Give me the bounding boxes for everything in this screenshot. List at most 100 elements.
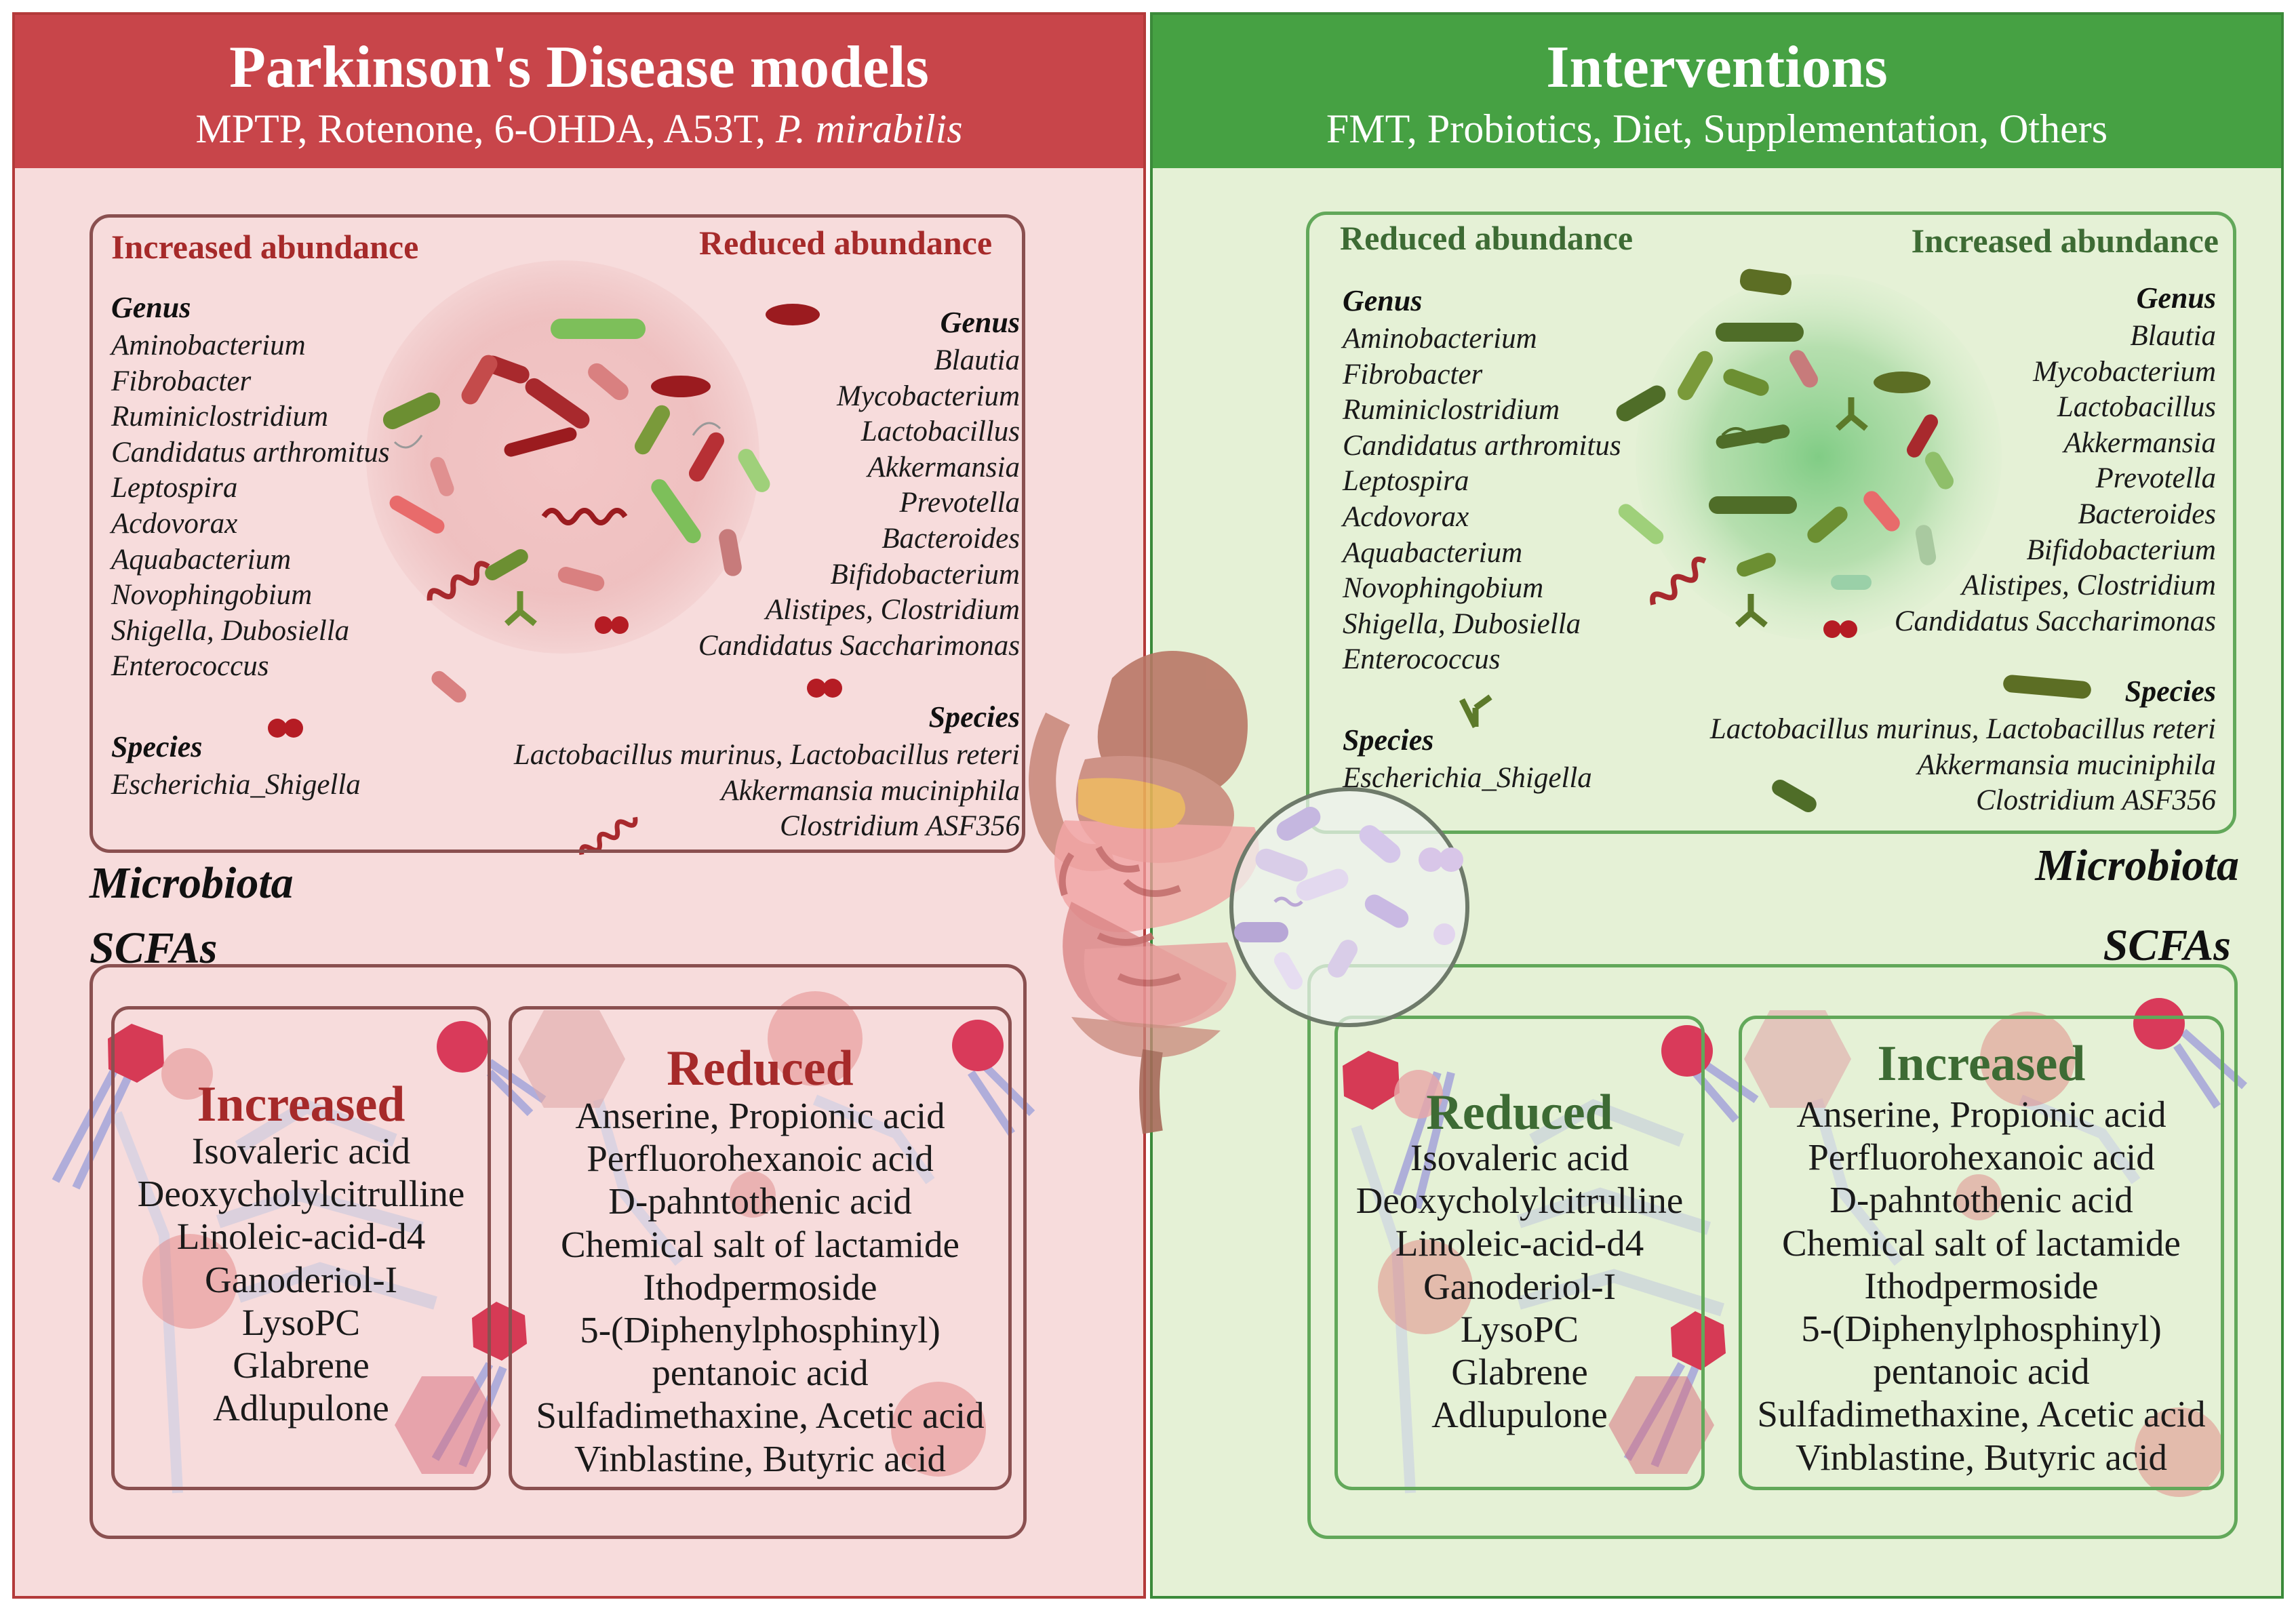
list-item: Deoxycholylcitrulline [1355,1180,1684,1222]
list-item: Ithodpermoside [1864,1264,2099,1306]
list-item: Linoleic-acid-d4 [176,1216,426,1258]
pd-increased-species-list: Escherichia_Shigella [111,767,361,803]
list-item: Bacteroides [2078,498,2216,530]
pd-models-subtitle-italic: P. mirabilis [775,106,963,151]
pd-increased-abundance-heading: Increased abundance [111,228,419,266]
interventions-panel: Interventions FMT, Probiotics, Diet, Sup… [1150,12,2284,1599]
list-item: Ganoderiol-I [1423,1265,1617,1307]
list-item: Aminobacterium [111,329,306,361]
list-item: Acdovorax [111,507,238,540]
list-item: Vinblastine, Butyric acid [1795,1436,2168,1478]
list-item: Escherichia_Shigella [1343,762,1592,794]
pd-scfas-label: SCFAs [90,923,218,973]
list-item: Ruminiclostridium [1343,394,1560,426]
list-item: Candidatus arthromitus [111,436,390,468]
list-item: Perfluorohexanoic acid [587,1138,934,1180]
pd-reduced-genus-list: Blautia Mycobacterium Lactobacillus Akke… [698,343,1020,664]
list-item: Leptospira [1343,465,1469,498]
list-item: Candidatus Saccharimonas [698,629,1020,662]
int-scfa-reduced-box [1334,1016,1705,1490]
list-item: Escherichia_Shigella [111,769,361,801]
list-item: Lactobacillus murinus, Lactobacillus ret… [513,739,1020,771]
list-item: Akkermansia [2063,426,2217,459]
int-reduced-species-list: Escherichia_Shigella [1343,761,1592,797]
interventions-microbiota-box [1306,212,2236,834]
list-item: Candidatus arthromitus [1343,429,1621,462]
pd-microbiota-box [90,214,1025,853]
list-item: 5-(Diphenylphosphinyl) [1801,1307,2162,1349]
list-item: Enterococcus [1343,643,1501,676]
list-item: Lactobacillus [2057,391,2216,424]
list-item: Acdovorax [1343,500,1469,533]
list-item: Shigella, Dubosiella [111,614,350,647]
list-item: Fibrobacter [111,365,252,397]
list-item: D-pahntothenic acid [1829,1179,2133,1221]
list-item: D-pahntothenic acid [608,1180,912,1222]
list-item: Adlupulone [1431,1394,1608,1436]
list-item: Akkermansia [867,451,1021,483]
pd-models-subtitle-text: MPTP, Rotenone, 6-OHDA, A53T, [195,106,776,151]
list-item: Adlupulone [213,1387,389,1429]
list-item: Akkermansia muciniphila [1917,748,2216,781]
list-item: Glabrene [233,1344,370,1386]
int-scfa-reduced-heading: Reduced [1426,1085,1613,1140]
int-increased-abundance-heading: Increased abundance [1911,222,2219,260]
pd-scfa-reduced-box [509,1006,1012,1490]
pd-microbiota-label: Microbiota [90,858,294,908]
pd-increased-species-label: Species [111,730,203,763]
int-scfa-box [1307,964,2238,1539]
pd-reduced-species-list: Lactobacillus murinus, Lactobacillus ret… [514,738,1020,845]
list-item: 5-(Diphenylphosphinyl) [580,1308,941,1351]
list-item: Chemical salt of lactamide [1782,1222,2181,1264]
list-item: Novophingobium [1343,572,1544,605]
pd-models-panel: Parkinson's Disease models MPTP, Rotenon… [12,12,1146,1599]
list-item: Shigella, Dubosiella [1343,607,1581,640]
list-item: Aquabacterium [111,543,292,576]
list-item: Akkermansia muciniphila [721,774,1020,807]
list-item: Leptospira [111,472,238,504]
list-item: Bacteroides [882,522,1020,555]
int-reduced-genus-list: Aminobacterium Fibrobacter Ruminiclostri… [1343,321,1621,678]
list-item: Anserine, Propionic acid [1796,1094,2166,1135]
list-item: Clostridium ASF356 [1976,784,2216,817]
int-increased-genus-list: Blautia Mycobacterium Lactobacillus Akke… [1895,319,2216,639]
int-increased-genus-label: Genus [2136,281,2216,315]
list-item: Blautia [2130,320,2216,352]
pd-models-subtitle: MPTP, Rotenone, 6-OHDA, A53T, P. mirabil… [15,108,1143,149]
list-item: Linoleic-acid-d4 [1395,1222,1644,1264]
list-item: Fibrobacter [1343,358,1483,391]
list-item: Enterococcus [111,650,269,683]
list-item: Deoxycholylcitrulline [137,1173,465,1215]
int-scfa-increased-heading: Increased [1877,1036,2086,1092]
int-increased-species-list: Lactobacillus murinus, Lactobacillus ret… [1710,712,2216,819]
list-item: Lactobacillus [860,416,1020,448]
list-item: Glabrene [1451,1351,1588,1393]
list-item: Chemical salt of lactamide [561,1223,959,1265]
list-item: Aminobacterium [1343,323,1537,355]
pd-scfa-reduced-heading: Reduced [667,1041,854,1096]
list-item: Mycobacterium [837,380,1020,412]
int-scfa-increased-box [1739,1016,2224,1490]
list-item: Isovaleric acid [191,1130,411,1172]
int-microbiota-label: Microbiota [2035,841,2239,890]
list-item: Sulfadimethaxine, Acetic acid [1757,1393,2206,1435]
list-item: Lactobacillus murinus, Lactobacillus ret… [1709,713,2216,745]
list-item: Isovaleric acid [1410,1137,1629,1178]
list-item: Perfluorohexanoic acid [1808,1136,2155,1178]
pd-scfa-increased-heading: Increased [197,1077,405,1132]
interventions-title: Interventions [1546,35,1888,100]
list-item: Aquabacterium [1343,536,1523,569]
interventions-subtitle: FMT, Probiotics, Diet, Supplementation, … [1326,106,2108,151]
list-item: LysoPC [241,1301,361,1343]
list-item: Bifidobacterium [830,558,1020,591]
list-item: Mycobacterium [2033,355,2216,388]
list-item: Sulfadimethaxine, Acetic acid [536,1395,985,1437]
pd-reduced-species-label: Species [928,700,1020,734]
pd-increased-genus-list: Aminobacterium Fibrobacter Ruminiclostri… [111,328,390,685]
list-item: LysoPC [1460,1308,1579,1350]
list-item: Ganoderiol-I [204,1258,398,1300]
list-item: Alistipes, Clostridium [765,594,1020,626]
pd-scfa-box [90,964,1027,1539]
pd-scfa-increased-list: Isovaleric acid Deoxycholylcitrulline Li… [111,1130,491,1429]
list-item: Anserine, Propionic acid [575,1095,945,1136]
